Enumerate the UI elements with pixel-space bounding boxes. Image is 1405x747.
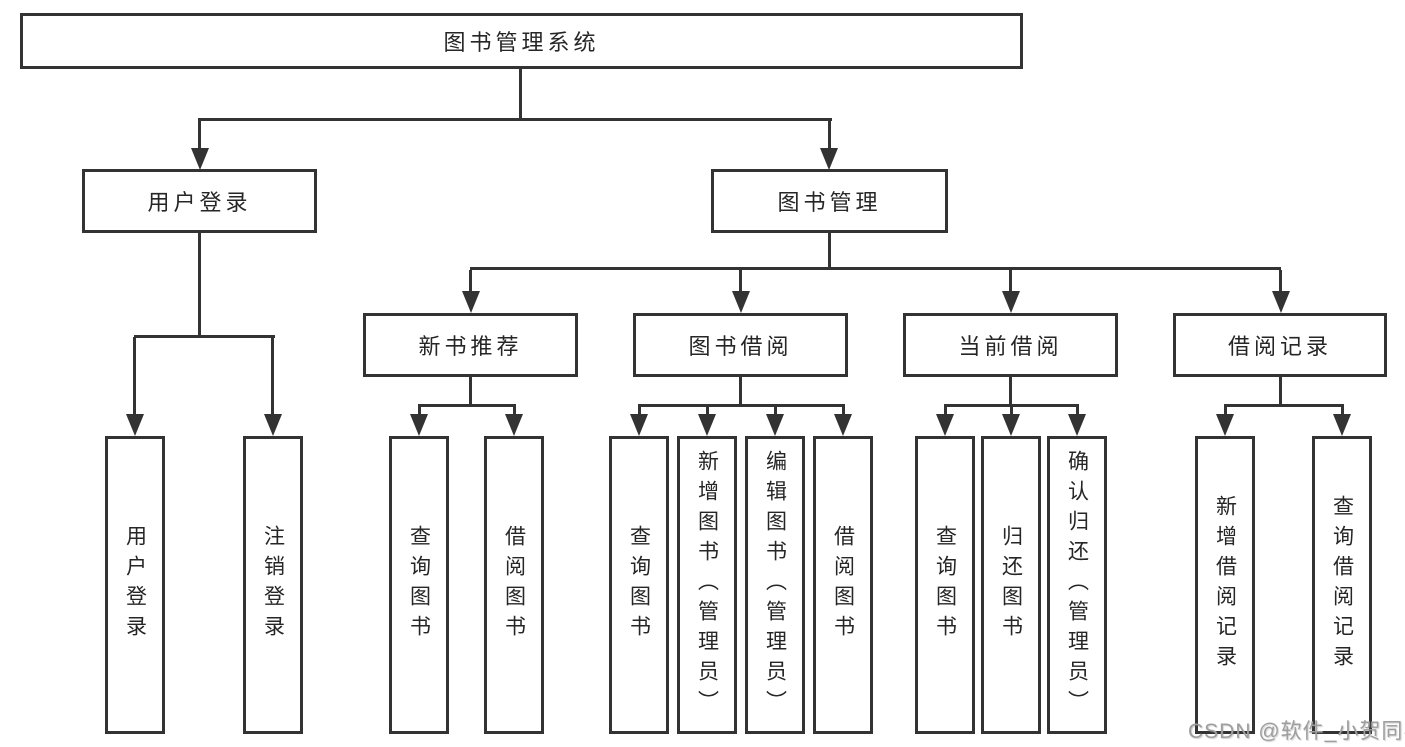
connector-shaft (513, 407, 516, 415)
arrowhead-down-icon (1272, 291, 1290, 313)
leaf-query-books-recommend: 查询图书 (389, 436, 449, 734)
node-label: 图书管理系统 (443, 30, 600, 55)
arrowhead-down-icon (630, 414, 648, 436)
connector-shaft (774, 407, 777, 415)
node-label: 图书管理 (777, 190, 882, 215)
connector-horizontal (1224, 404, 1344, 407)
node-label: 用户登录 (147, 190, 252, 215)
leaf-query-books-current: 查询图书 (915, 436, 975, 734)
leaf-query-borrow-record: 查询借阅记录 (1312, 436, 1372, 734)
node-book-management: 图书管理 (711, 169, 948, 233)
connector-shaft (828, 120, 831, 150)
connector-user-login-horizontal (134, 335, 275, 338)
arrowhead-down-icon (191, 148, 209, 170)
connector-root-horizontal (198, 118, 832, 121)
leaf-add-borrow-record: 新增借阅记录 (1195, 436, 1255, 734)
connector-shaft (271, 337, 274, 414)
arrowhead-down-icon (834, 414, 852, 436)
arrowhead-down-icon (732, 291, 750, 313)
connector-shaft (1076, 407, 1079, 415)
connector-shaft (706, 407, 709, 415)
leaf-confirm-return-admin: 确认归还（管理员） (1047, 436, 1107, 734)
connector-stub (739, 377, 742, 406)
connector-horizontal (944, 404, 1079, 407)
leaf-label: 用户登录 (123, 525, 147, 645)
connector-shaft (1341, 407, 1344, 415)
leaf-logout: 注销登录 (243, 436, 303, 734)
leaf-label: 新增借阅记录 (1213, 495, 1237, 675)
connector-shaft (133, 337, 136, 414)
leaf-add-books-admin: 新增图书（管理员） (677, 436, 737, 734)
connector-shaft (638, 407, 641, 415)
leaf-label: 查询图书 (407, 525, 431, 645)
arrowhead-down-icon (1002, 291, 1020, 313)
connector-root-stub (519, 69, 522, 120)
csdn-watermark: CSDN @软件_小贺同学 (1188, 720, 1405, 743)
connector-shaft (944, 407, 947, 415)
leaf-return-books: 归还图书 (981, 436, 1041, 734)
connector-horizontal (418, 404, 516, 407)
connector-shaft (1009, 270, 1012, 293)
node-book-borrowing: 图书借阅 (633, 313, 848, 377)
arrowhead-down-icon (1333, 414, 1351, 436)
connector-user-login-stub (198, 233, 201, 337)
arrowhead-down-icon (410, 414, 428, 436)
connector-shaft (1279, 270, 1282, 293)
connector-shaft (469, 270, 472, 293)
leaf-label: 注销登录 (261, 525, 285, 645)
connector-shaft (198, 120, 201, 150)
connector-shaft (1010, 407, 1013, 415)
arrowhead-down-icon (698, 414, 716, 436)
leaf-borrow-books-recommend: 借阅图书 (484, 436, 544, 734)
node-borrowing-records: 借阅记录 (1173, 313, 1387, 377)
leaf-edit-books-admin: 编辑图书（管理员） (745, 436, 805, 734)
arrowhead-down-icon (1002, 414, 1020, 436)
connector-shaft (1224, 407, 1227, 415)
node-label: 新书推荐 (418, 334, 523, 359)
arrowhead-down-icon (936, 414, 954, 436)
arrowhead-down-icon (1216, 414, 1234, 436)
connector-horizontal (638, 404, 845, 407)
leaf-query-books-borrow: 查询图书 (609, 436, 669, 734)
leaf-label: 借阅图书 (502, 525, 526, 645)
connector-shaft (842, 407, 845, 415)
arrowhead-down-icon (462, 291, 480, 313)
arrowhead-down-icon (264, 414, 282, 436)
leaf-label: 借阅图书 (831, 525, 855, 645)
node-library-management-system: 图书管理系统 (20, 13, 1023, 69)
leaf-user-login: 用户登录 (105, 436, 165, 734)
node-label: 图书借阅 (688, 334, 793, 359)
leaf-label: 归还图书 (999, 525, 1023, 645)
arrowhead-down-icon (766, 414, 784, 436)
arrowhead-down-icon (1068, 414, 1086, 436)
node-current-borrowing: 当前借阅 (903, 313, 1118, 377)
leaf-label: 确认归还（管理员） (1065, 450, 1089, 720)
node-new-book-recommendation: 新书推荐 (363, 313, 578, 377)
leaf-label: 编辑图书（管理员） (763, 450, 787, 720)
arrowhead-down-icon (126, 414, 144, 436)
node-label: 当前借阅 (958, 334, 1063, 359)
arrowhead-down-icon (505, 414, 523, 436)
leaf-borrow-books: 借阅图书 (813, 436, 873, 734)
leaf-label: 查询借阅记录 (1330, 495, 1354, 675)
node-label: 借阅记录 (1227, 334, 1332, 359)
connector-book-mgmt-stub (828, 233, 831, 269)
connector-book-mgmt-horizontal (470, 267, 1281, 270)
connector-shaft (739, 270, 742, 293)
leaf-label: 查询图书 (627, 525, 651, 645)
connector-shaft (418, 407, 421, 415)
connector-stub (1279, 377, 1282, 406)
arrowhead-down-icon (820, 148, 838, 170)
leaf-label: 新增图书（管理员） (695, 450, 719, 720)
connector-stub (1009, 377, 1012, 406)
connector-stub (469, 377, 472, 406)
node-user-login: 用户登录 (82, 169, 317, 233)
leaf-label: 查询图书 (933, 525, 957, 645)
